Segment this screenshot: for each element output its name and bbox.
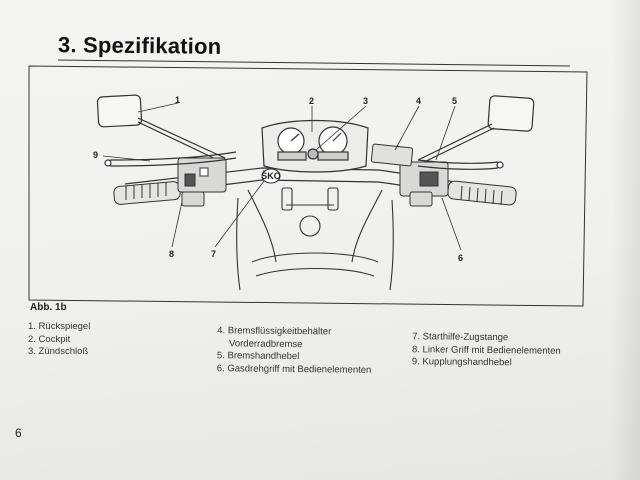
cockpit [261, 119, 369, 173]
right-grip [447, 180, 517, 206]
legend-item: 3. Zündschloß [28, 346, 89, 357]
callout-5: 5 [452, 96, 457, 106]
legend-column-2: 4. Bremsflüssigkeitbehälter Vorderradbre… [217, 325, 372, 377]
callout-7: 7 [211, 249, 216, 259]
legend-item: 2. Cockpit [28, 333, 71, 345]
figure-label: Abb. 1b [30, 302, 67, 313]
legend-item: 4. Bremsflüssigkeitbehälter [217, 325, 332, 338]
front-fairing [236, 187, 394, 291]
brake-reservoir [370, 143, 414, 167]
left-grip [113, 181, 181, 205]
right-switch-block [399, 161, 449, 207]
left-switch-block [177, 157, 227, 207]
legend-item: 5. Bremshandhebel [216, 350, 300, 363]
ignition-badge-text: ŠKO [261, 170, 281, 181]
legend-item: 1. Rückspiegel [28, 321, 91, 332]
legend-column-1: 1. Rückspiegel 2. Cockpit 3. Zündschloß [28, 321, 90, 359]
callout-6: 6 [458, 253, 463, 263]
callout-3: 3 [363, 96, 368, 106]
legend-column-3: 7. Starthilfe-Zugstange 8. Linker Griff … [412, 331, 561, 370]
callout-9: 9 [93, 150, 98, 160]
right-mirror [417, 95, 535, 165]
leader-lines [102, 102, 462, 251]
legend-item: 7. Starthilfe-Zugstange [412, 331, 509, 344]
callout-8: 8 [169, 249, 174, 259]
brake-lever [417, 159, 504, 170]
legend-item: 9. Kupplungshandhebel [411, 356, 512, 369]
page-edge-shadow [610, 0, 640, 480]
clutch-lever [104, 151, 237, 167]
legend-item: 6. Gasdrehgriff mit Bedienelementen [216, 362, 372, 376]
ignition-badge [261, 168, 281, 184]
callout-4: 4 [416, 96, 421, 106]
callout-2: 2 [309, 96, 314, 106]
callout-1: 1 [175, 95, 180, 105]
title-rule [57, 59, 571, 67]
page-number: 6 [15, 426, 22, 440]
left-mirror [96, 94, 226, 163]
figure-frame [28, 65, 588, 307]
